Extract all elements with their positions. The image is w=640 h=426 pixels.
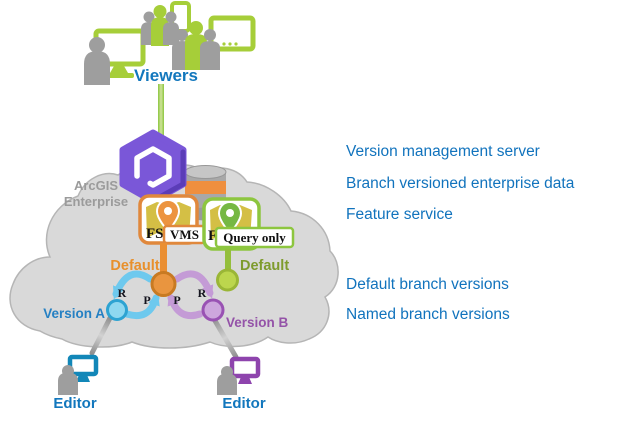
editor-connection-line [89,315,113,356]
arcgis-enterprise-label-line2: Enterprise [64,194,128,209]
version-a-node [106,299,128,321]
fs-label: FS [146,226,164,242]
post-arrow-right [167,292,204,320]
legend-item-branch-versioned-data: Branch versioned enterprise data [346,175,575,192]
editor-person-icon [58,365,78,395]
version-b-label: Version B [226,315,289,330]
editor-left-group: Editor [53,354,99,412]
query-only-badge: Query only [214,226,295,249]
editor-right-group: Editor [217,356,266,412]
viewers-group: Viewers [84,1,256,85]
version-b-node [201,298,225,322]
post-label-right: P [173,293,180,307]
people-group-icon [172,21,220,70]
arcgis-enterprise-hexagon-icon [119,129,187,205]
editor-connection-line [211,316,239,360]
default-branch-node [150,271,177,297]
default-label-left: Default [110,258,159,274]
arcgis-enterprise-label-line1: ArcGIS [74,178,118,193]
editor-label: Editor [222,395,265,412]
reconcile-post-arrows [112,270,214,320]
reconcile-label-left: R [118,286,127,300]
person-icon [84,37,110,85]
post-label-left: P [143,293,150,307]
vms-default-connector [160,243,167,275]
editor-monitor-icon [229,356,261,384]
editor-label: Editor [53,395,96,412]
legend-item-named-branch-versions: Named branch versions [346,306,510,323]
version-a-label: Version A [43,306,105,321]
query-default-branch-node [216,268,239,292]
people-group-icon [141,5,179,46]
viewers-label: Viewers [134,66,198,85]
legend-item-default-branch-versions: Default branch versions [346,276,509,293]
legend-item-feature-service: Feature service [346,206,453,223]
reconcile-label-right: R [198,286,207,300]
reconcile-arrow-left [112,270,154,300]
editor-person-icon [217,366,237,395]
svg-text:Query only: Query only [223,230,286,245]
vms-badge: VMS [162,224,207,245]
network-line [158,84,164,136]
post-arrow-left [123,292,160,320]
legend: Version management server Branch version… [346,143,575,323]
query-default-connector [225,249,231,272]
legend-item-version-management-server: Version management server [346,143,540,160]
default-label-right: Default [240,258,289,274]
reconcile-arrow-right [173,270,214,299]
svg-text:VMS: VMS [170,227,199,242]
